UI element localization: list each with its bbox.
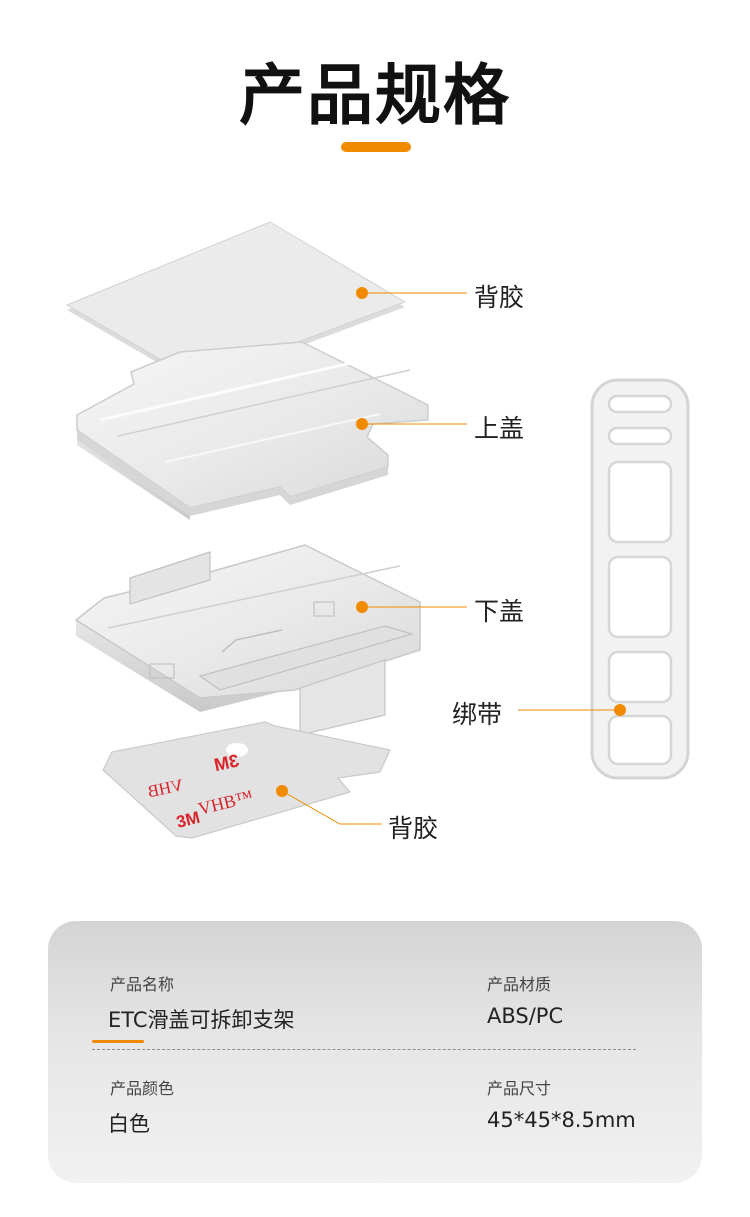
spec-value-size: 45*45*8.5mm bbox=[487, 1108, 636, 1132]
spec-value-color: 白色 bbox=[108, 1112, 150, 1136]
title-underline bbox=[341, 142, 411, 152]
callout-dot-upper-cover bbox=[356, 418, 368, 430]
top-adhesive-sheet bbox=[65, 221, 407, 385]
label-back-adhesive-top: 背胶 bbox=[474, 283, 525, 312]
spec-key-material: 产品材质 bbox=[487, 975, 552, 994]
spec-accent-line bbox=[92, 1040, 144, 1043]
spec-key-name: 产品名称 bbox=[110, 975, 175, 994]
spec-key-color: 产品颜色 bbox=[110, 1079, 175, 1098]
spec-value-name: ETC滑盖可拆卸支架 bbox=[108, 1008, 295, 1032]
callout-dot-strap bbox=[614, 704, 626, 716]
exploded-diagram: 3M VHB VHB™ 3M bbox=[65, 221, 690, 839]
label-back-adhesive-bottom: 背胶 bbox=[388, 814, 439, 843]
callouts bbox=[276, 287, 626, 825]
spec-key-size: 产品尺寸 bbox=[487, 1079, 552, 1098]
label-lower-cover: 下盖 bbox=[474, 597, 525, 626]
label-strap: 绑带 bbox=[452, 700, 503, 729]
spec-card bbox=[48, 921, 702, 1183]
label-upper-cover: 上盖 bbox=[474, 414, 525, 443]
upper-cover bbox=[76, 341, 429, 520]
bottom-3m-tape bbox=[102, 721, 391, 839]
page-title: 产品规格 bbox=[239, 57, 511, 134]
callout-dot-back-adhesive-top bbox=[356, 287, 368, 299]
lower-cover bbox=[75, 544, 421, 736]
spec-divider bbox=[92, 1049, 636, 1050]
spec-value-material: ABS/PC bbox=[487, 1004, 564, 1028]
callout-dot-lower-cover bbox=[356, 601, 368, 613]
strap bbox=[590, 378, 690, 780]
callout-dot-back-adhesive-bottom bbox=[276, 785, 288, 797]
